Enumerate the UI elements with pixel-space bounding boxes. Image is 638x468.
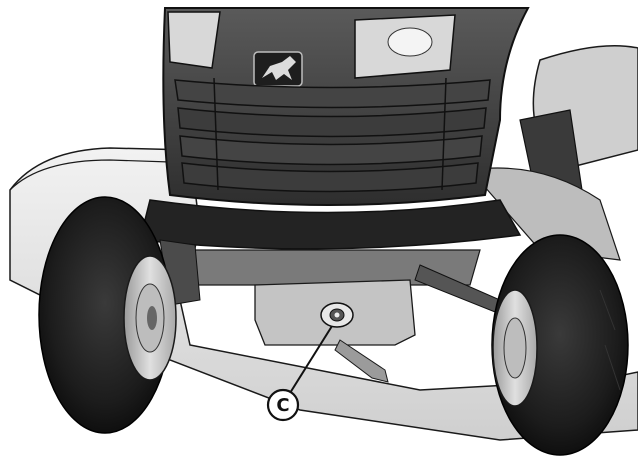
headlight-left	[167, 11, 221, 69]
headlight-lens	[387, 27, 433, 57]
adjustment-bolt	[320, 302, 354, 328]
callout-leader-line	[289, 325, 333, 394]
callout-circle	[266, 388, 300, 422]
callout-label: C	[276, 395, 289, 416]
deck-edge	[9, 159, 171, 191]
front-right-wheel	[491, 234, 629, 456]
deer-emblem-icon	[262, 56, 296, 80]
linkage-rod	[334, 339, 389, 383]
grille	[174, 77, 491, 193]
front-left-wheel	[38, 196, 177, 434]
front-bumper	[139, 199, 522, 250]
